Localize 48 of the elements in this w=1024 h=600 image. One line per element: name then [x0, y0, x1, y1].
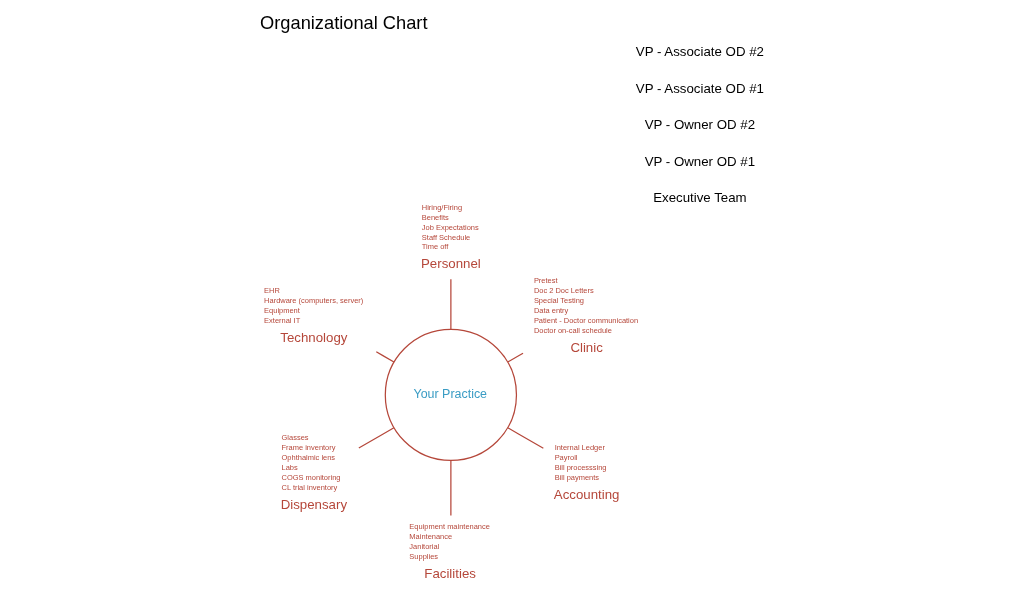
node-label: Pretest [533, 276, 558, 286]
node-label: Doc 2 Doc Letters [533, 286, 594, 296]
node-label: Labs [281, 463, 298, 473]
node-text: Facilities [423, 565, 476, 581]
label: VP - Associate OD #2 [635, 44, 764, 60]
node-label: Hiring/Firing [421, 202, 462, 212]
node-label: Benefits [421, 212, 449, 222]
label: VP - Owner OD #1 [644, 153, 755, 169]
label: VP - Associate OD #1 [635, 80, 764, 96]
node-label: Time off [421, 242, 448, 252]
diagram-title: Organizational Chart [259, 12, 427, 34]
node-text: Technology [279, 329, 347, 345]
node-text: Clinic [569, 339, 603, 355]
connector [357, 427, 395, 449]
node-label: Janitorial [408, 541, 439, 551]
connector [506, 352, 524, 363]
connector [449, 278, 451, 330]
connector [506, 427, 544, 449]
node-label: Bill processsing [554, 463, 607, 473]
node-text: Dispensary [280, 497, 347, 513]
node-label: External IT [263, 316, 300, 326]
node-label: Job Expectations [421, 222, 479, 232]
node-text: Accounting [553, 487, 619, 503]
node-label: Special Testing [533, 296, 584, 306]
node-circle: Your Practice [384, 328, 517, 462]
node-label: Payroll [554, 453, 577, 463]
node-label: Supplies [408, 551, 438, 561]
node-label: EHR [263, 286, 280, 296]
node-text: Personnel [420, 256, 481, 272]
node-label: Ophthalmic lens [281, 453, 335, 463]
node-label: Patient - Doctor communication [533, 316, 638, 326]
node-label: Staff Schedule [421, 232, 470, 242]
connector [375, 351, 395, 363]
node-label: Glasses [281, 433, 309, 443]
node-label: Frame inventory [281, 443, 336, 453]
label: Executive Team [652, 190, 747, 206]
node-label: Hardware (computers, server) [263, 296, 363, 306]
connector [449, 460, 451, 517]
node-label: Equipment [263, 306, 300, 316]
label: VP - Owner OD #2 [644, 117, 755, 133]
node-label: COGS monitoring [281, 473, 340, 483]
node-label: Bill payments [554, 473, 599, 483]
node-label: Equipment maintenance [408, 522, 490, 531]
node-label: Data entry [533, 306, 568, 316]
node-label: Internal Ledger [554, 443, 605, 453]
node-label: CL trial inventory [281, 483, 337, 493]
node-label: Maintenance [408, 531, 452, 541]
node-label: Doctor on-call schedule [533, 326, 612, 336]
